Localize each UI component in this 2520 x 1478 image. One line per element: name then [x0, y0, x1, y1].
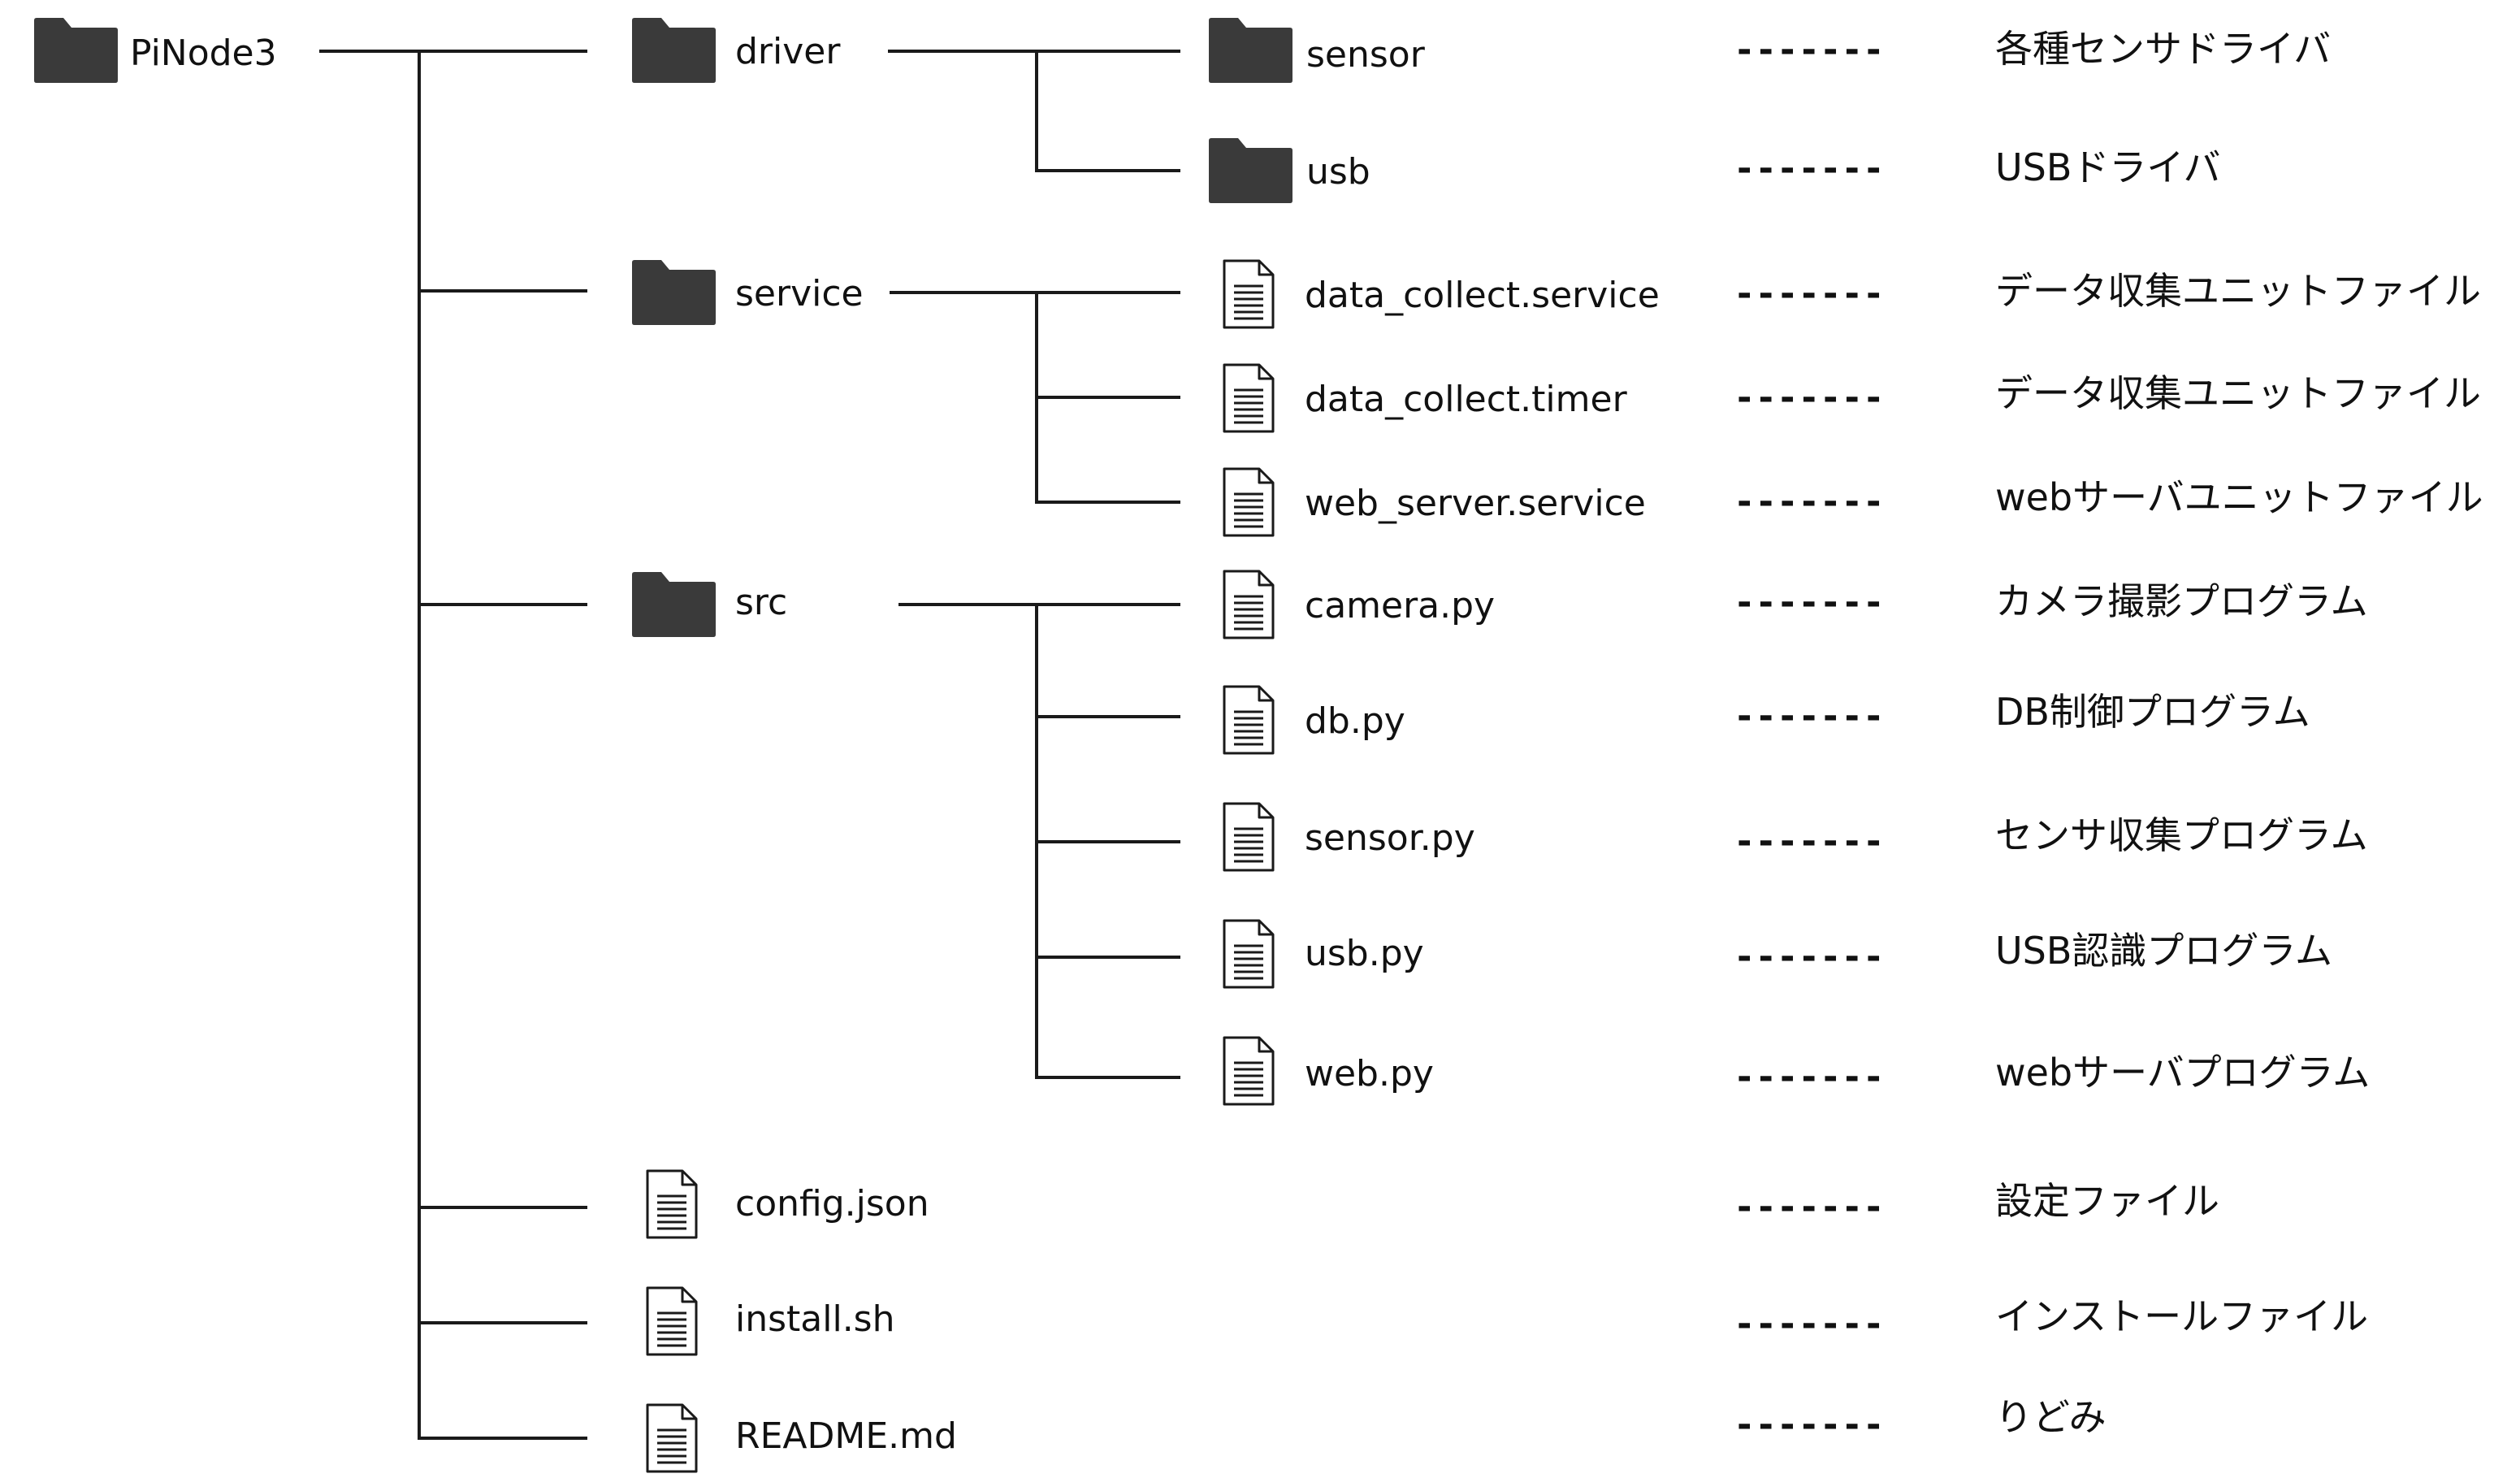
dash-separator: -------: [1734, 273, 1885, 314]
node-label: db.py: [1305, 700, 1405, 742]
node-label: install.sh: [735, 1298, 895, 1340]
folder-icon: [1209, 138, 1292, 203]
file-icon: [646, 1286, 698, 1356]
node-label: config.json: [735, 1183, 929, 1224]
node-label: src: [735, 582, 788, 623]
folder-icon: [632, 572, 716, 637]
node-label: web.py: [1305, 1053, 1434, 1094]
folder-icon: [34, 18, 118, 83]
dash-separator: -------: [1734, 1303, 1885, 1345]
file-icon: [1223, 685, 1275, 755]
description-sensor-py: センサ収集プログラム: [1995, 813, 2368, 857]
file-icon: [1223, 919, 1275, 989]
node-label: driver: [735, 31, 841, 72]
file-icon: [1223, 802, 1275, 872]
node-label: sensor: [1306, 34, 1425, 76]
description-web-py: webサーバプログラム: [1995, 1051, 2371, 1094]
dash-separator: -------: [1734, 582, 1885, 623]
file-icon: [1223, 259, 1275, 329]
dash-separator: -------: [1734, 1186, 1885, 1228]
description-usb-py: USB認識プログラム: [1995, 929, 2333, 973]
dash-separator: -------: [1734, 1056, 1885, 1098]
file-icon: [1223, 1036, 1275, 1106]
description-config-json: 設定ファイル: [1995, 1179, 2219, 1223]
description-sensor-driver: 各種センサドライバ: [1995, 27, 2332, 71]
node-label: data_collect.timer: [1305, 379, 1627, 420]
dash-separator: -------: [1734, 148, 1885, 189]
description-readme-md: りどみ: [1995, 1395, 2106, 1439]
folder-icon: [632, 260, 716, 325]
description-db-py: DB制御プログラム: [1995, 690, 2310, 734]
file-icon: [646, 1403, 698, 1473]
node-label: README.md: [735, 1415, 957, 1457]
description-install-sh: インストールファイル: [1995, 1294, 2369, 1338]
folder-icon: [632, 18, 716, 83]
file-icon: [1223, 363, 1275, 433]
node-label: usb: [1306, 151, 1370, 193]
file-icon: [1223, 570, 1275, 639]
file-icon: [646, 1169, 698, 1239]
description-data-collect-timer: データ収集ユニットファイル: [1995, 371, 2481, 415]
description-data-collect-service: データ収集ユニットファイル: [1995, 269, 2481, 313]
dash-separator: -------: [1734, 936, 1885, 977]
node-label: service: [735, 273, 864, 314]
dash-separator: -------: [1734, 821, 1885, 862]
node-label: data_collect.service: [1305, 275, 1660, 316]
dash-separator: -------: [1734, 481, 1885, 522]
node-label: usb.py: [1305, 933, 1424, 974]
node-label: web_server.service: [1305, 483, 1646, 524]
description-web-server-service: webサーバユニットファイル: [1995, 475, 2483, 519]
dash-separator: -------: [1734, 696, 1885, 737]
dash-separator: -------: [1734, 29, 1885, 71]
file-icon: [1223, 467, 1275, 537]
node-label: sensor.py: [1305, 817, 1475, 859]
dash-separator: -------: [1734, 377, 1885, 418]
folder-icon: [1209, 18, 1292, 83]
description-usb-driver: USBドライバ: [1995, 145, 2221, 189]
dash-separator: -------: [1734, 1404, 1885, 1445]
node-label: PiNode3: [130, 33, 277, 74]
description-camera-py: カメラ撮影プログラム: [1995, 579, 2368, 623]
node-label: camera.py: [1305, 585, 1496, 626]
